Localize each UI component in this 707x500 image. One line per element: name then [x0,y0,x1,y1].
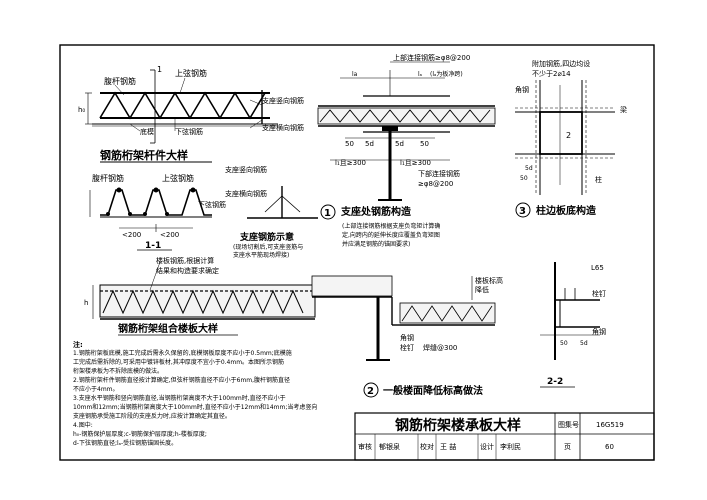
slab-note-2: 结果和构造要求确定 [156,266,219,275]
label-h0: h₀ [78,106,85,114]
label-web-rebar: 腹杆钢筋 [104,76,136,86]
sheet-title: 钢筋桁架楼承板大样 [395,417,521,434]
section-2-2: L65 栓钉 角钢 50 5d 2-2 [540,262,606,388]
page-label: 页 [564,443,571,451]
dim-50-s22: 50 [560,340,568,347]
truss-detail: 腹杆钢筋 上弦钢筋 支座竖向钢筋 底模 下弦钢筋 支座横向钢筋 1 h₀ 钢筋桁… [78,65,304,163]
note-line-9: 4.图中: [73,421,93,429]
label-top-chord: 上弦钢筋 [175,68,207,78]
label-top-spec: ≥φ8@200 [435,54,470,62]
dim-50-left: 50 [345,140,354,148]
title-column-detail: 柱边板底构造 [536,204,597,217]
note-line-2: 工完成后需拆除的,可采用中镀锌板材,其冲厚度不宜小于0.4mm。本图所示钢筋 [73,358,284,366]
col-note-1: 附加钢筋,四边均设 [532,59,590,68]
support-note-2: 支座水平筋现场焊接) [233,251,289,259]
label-web-rebar-2: 腹杆钢筋 [92,173,124,183]
label-support-horiz: 支座横向钢筋 [262,123,304,132]
note-line-11: d-下弦钢筋直径;lₐ-受拉钢筋锚固长度。 [73,439,177,447]
label-angle-steel-2: 角钢 [400,333,414,342]
support-desc-1: (上部连接钢筋根据支座负弯矩计算确 [342,222,440,230]
support-desc-3: 并应满足钢筋的锚固要求) [342,240,410,248]
label-span-note: (lₐ为板净跨) [430,70,463,78]
slab-note-1: 楼板钢筋,根据计算 [156,256,214,265]
col-angle-steel: 角钢 [515,85,529,94]
design-label: 设计 [480,442,494,451]
support-desc-2: 定,向跨内的延伸长度应覆盖负弯矩图 [342,231,440,239]
label-support-horiz-2: 支座横向钢筋 [225,189,267,198]
title-block: 钢筋桁架楼承板大样 图集号 16G519 审核 郁银泉 校对 王 喆 设计 李利… [354,412,655,461]
title-truss-detail: 钢筋桁架杆件大样 [100,148,188,162]
support-note-1: (现场切割后,可支座竖筋与 [233,243,303,251]
label-bottom-spec: ≥φ8@200 [418,180,453,188]
label-lower-1: 楼板标高 [475,276,503,285]
label-top-chord-2: 上弦钢筋 [162,173,194,183]
label-support-vert-2: 支座竖向钢筋 [225,165,267,174]
label-h: h [84,299,88,307]
dim-200-right: <200 [160,231,179,239]
check-label: 校对 [420,442,434,451]
label-la: la [352,71,358,78]
review-label: 审核 [358,442,372,451]
checker-name: 王 喆 [440,442,456,451]
atlas-label: 图集号 [558,420,579,429]
label-angle-steel-3: 角钢 [592,327,606,336]
col-column: 柱 [595,175,602,184]
label-bottom-chord-2: 下弦钢筋 [198,200,226,209]
note-line-5: 不应小于4mm。 [73,385,119,393]
section-mark: 1 [157,65,162,74]
support-detail: 上部连接钢筋 ≥φ8@200 la lₐ (lₐ为板净跨) 50 5d 5d 5… [317,53,496,248]
label-top-rebar: 上部连接钢筋 [393,53,435,62]
label-bottom-chord: 下弦钢筋 [175,127,203,136]
reviewer-name: 郁银泉 [379,442,400,451]
column-detail: 附加钢筋,四边均设 不少于2⌀14 角钢 梁 柱 50 5d 2 3 柱边板底构… [515,59,627,218]
note-line-1: 1.钢筋桁架板底模,施工完成后需永久保留的,底模钢板厚度不应小于0.5mm;底模… [73,349,292,357]
col-mark-2: 2 [566,131,571,140]
title-support-rebar: 支座钢筋示意 [239,231,294,243]
label-la-2: lₐ [418,71,422,78]
section-1-1: 腹杆钢筋 上弦钢筋 下弦钢筋 <200 <200 1-1 支座竖向钢筋 支座横向… [89,165,318,259]
note-line-7: 10mm和12mm;当钢筋桁架高度大于100mm时,直径不应小于12mm和14m… [73,403,317,411]
dim-5d-left: 5d [365,140,374,148]
col-beam: 梁 [620,105,627,114]
notes-header: 注: [73,340,83,349]
num-level-change: 2 [367,386,374,397]
designer-name: 李利民 [500,442,521,451]
num-support-detail: 1 [324,208,331,219]
page-no: 60 [605,443,614,451]
col-dim-5d: 5d [525,165,533,172]
label-stud: 栓钉 [400,343,414,352]
dim-l1-right: l₁且≥300 [400,159,431,167]
composite-slab: 楼板钢筋,根据计算 结果和构造要求确定 h 钢筋桁架组合楼板大样 [84,256,316,336]
title-section-1-1: 1-1 [145,241,161,251]
label-l65: L65 [591,264,604,272]
title-support-detail: 支座处钢筋构造 [340,205,412,218]
note-line-8: 支座钢筋承受施工阶段的支座反力时,应按计算确定其直径。 [73,412,231,420]
notes: 注: 1.钢筋桁架板底模,施工完成后需永久保留的,底模钢板厚度不应小于0.5mm… [73,340,317,447]
dim-5d-right: 5d [395,140,404,148]
num-column-detail: 3 [519,206,526,217]
note-line-6: 3.支座水平钢筋和竖向钢筋直径,当钢筋桁架高度不大于100mm时,直径不应小于 [73,394,286,402]
dim-5d-s22: 5d [580,340,588,347]
label-bottom-rebar: 下部连接钢筋 [418,169,460,178]
title-composite-slab: 钢筋桁架组合楼板大样 [118,322,218,335]
note-line-10: h₀-钢筋保护层厚度;c-钢筋保护层厚度;h-楼板厚度; [73,430,207,438]
label-bottom-plate: 底模 [140,127,154,136]
col-note-2: 不少于2⌀14 [532,70,571,78]
note-line-4: 2.钢筋桁架杆件钢筋直径按计算确定,但弦杆钢筋直径不应小于6mm,腹杆钢筋直径 [73,376,290,384]
label-weld: 焊缝@300 [423,343,457,352]
note-line-3: 桁架楼承板为不拆除底模的做法。 [73,367,163,375]
label-support-vert: 支座竖向钢筋 [262,96,304,105]
level-change-detail: 楼板标高 降低 角钢 栓钉 焊缝@300 2 一般楼面降低标高做法 [311,275,503,398]
label-stud-2: 栓钉 [592,289,606,298]
col-dim-50: 50 [520,175,528,182]
atlas-no: 16G519 [596,421,624,429]
dim-l1-left: l₁且≥300 [335,159,366,167]
dim-200-left: <200 [122,231,141,239]
title-section-2-2: 2-2 [547,377,563,387]
title-level-change: 一般楼面降低标高做法 [383,384,483,397]
label-lower-2: 降低 [475,285,489,294]
dim-50-right: 50 [420,140,429,148]
